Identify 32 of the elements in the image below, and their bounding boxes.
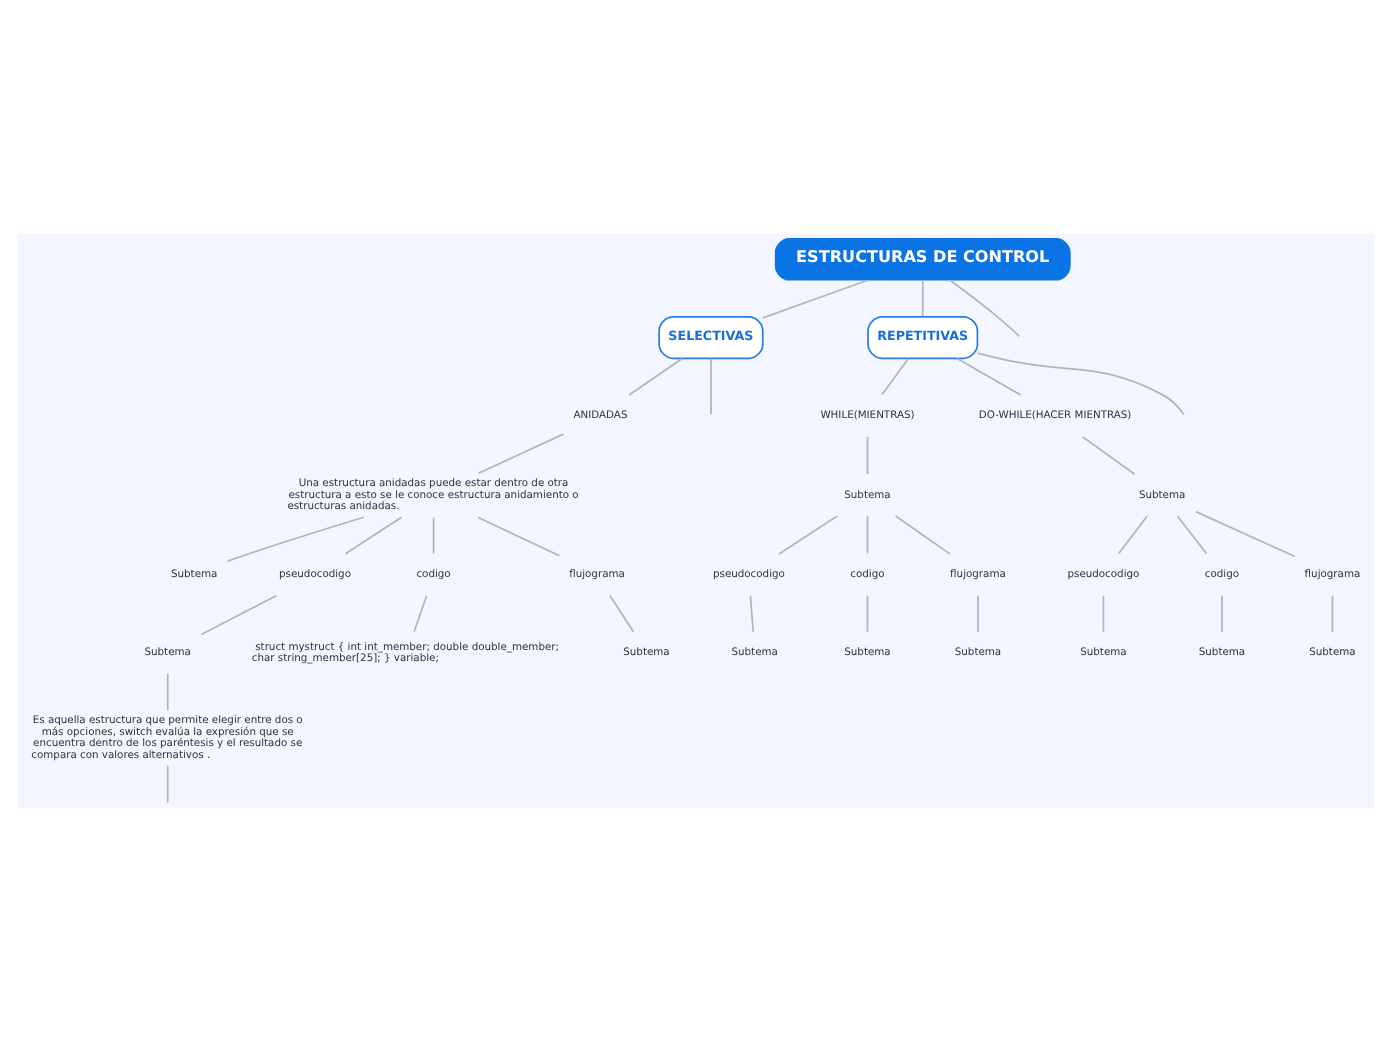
connector — [977, 593, 979, 632]
connector — [476, 515, 561, 556]
connector — [477, 432, 565, 474]
connector — [432, 515, 435, 554]
connector — [226, 515, 365, 562]
connector — [976, 351, 1185, 415]
connector — [1221, 593, 1223, 632]
connector — [1176, 514, 1208, 554]
connector — [949, 278, 1021, 337]
connector — [866, 593, 869, 632]
connector — [956, 356, 1022, 395]
connector — [609, 593, 635, 632]
connector — [1117, 514, 1148, 554]
connector — [762, 278, 869, 318]
connector — [710, 356, 712, 415]
connector — [413, 593, 428, 632]
connector — [166, 671, 169, 711]
connector — [200, 593, 278, 635]
connector — [1331, 593, 1334, 632]
connector — [166, 763, 169, 803]
connector — [344, 515, 403, 554]
connector — [866, 514, 869, 554]
connector — [881, 356, 910, 395]
connector — [894, 514, 951, 554]
connector — [921, 278, 924, 317]
connector — [749, 593, 755, 632]
connector — [1081, 435, 1136, 475]
connector — [778, 514, 839, 554]
connector — [1194, 509, 1296, 557]
connector — [866, 435, 869, 474]
connector — [628, 356, 684, 395]
connector — [1102, 593, 1105, 632]
